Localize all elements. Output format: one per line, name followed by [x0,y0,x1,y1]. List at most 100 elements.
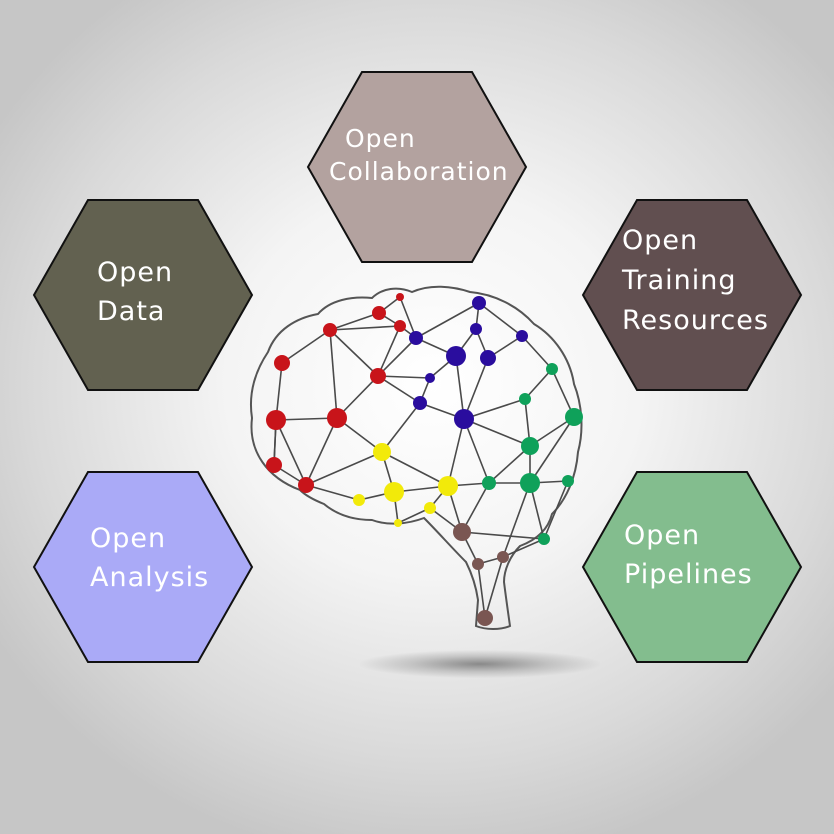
brain-node-brown [497,551,509,563]
brain-edge [529,416,575,484]
brain-node-green [521,437,539,455]
brain-node-yellow [384,482,404,502]
brain-edge [377,375,431,379]
brain-edge [377,325,401,377]
brain-edge [305,451,383,486]
brain-edge [477,563,486,619]
brain-node-red [370,368,386,384]
brain-node-blue [425,373,435,383]
label-line: Collaboration [329,156,509,186]
brain-edge [543,480,569,540]
brain-edge [275,417,338,421]
label-line: Pipelines [624,559,753,591]
hexagon-label: Open Data [97,253,173,331]
brain-node-blue [516,330,528,342]
brain-node-green [519,393,531,405]
brain-node-red [266,410,286,430]
brain-node-yellow [438,476,458,496]
brain-edge [463,418,531,447]
hexagon-label: Open Pipelines [624,516,753,594]
hexagon-shape [581,199,803,391]
label-line: Open [97,257,174,288]
brain-shadow [360,650,600,678]
brain-node-red [396,293,404,301]
brain-node-green [520,473,540,493]
brain-edge [463,398,526,420]
brain-edge [275,419,307,486]
brain-edge [381,451,449,487]
brain-node-red [298,477,314,493]
brain-edge [478,302,523,337]
brain-edge [399,296,417,339]
label-line: Open [622,225,699,256]
brain-node-brown [453,523,471,541]
brain-edge [447,418,465,487]
label-line: Open [90,523,167,554]
brain-edge [524,368,553,400]
label-line: Open [624,520,701,551]
hexagon-label: Open Training Resources [622,221,769,341]
label-line: Resources [622,304,769,336]
brain-edge [461,482,490,533]
brain-node-red [394,320,406,332]
brain-node-yellow [394,519,402,527]
brain-node-yellow [373,443,391,461]
label-line: Data [97,296,166,328]
brain-node-green [538,533,550,545]
brain-node-red [266,457,282,473]
hexagon-open-analysis: Open Analysis [32,471,254,663]
brain-edge [377,337,417,377]
brain-edge [502,538,545,558]
brain-node-red [327,408,347,428]
hexagon-open-collaboration: Open Collaboration [306,71,528,263]
brain-edge [488,445,531,484]
label-line: Open [345,124,416,153]
brain-edge [281,329,331,364]
brain-node-yellow [424,502,436,514]
hexagon-shape [32,199,254,391]
brain-edge [463,357,489,420]
brain-node-red [323,323,337,337]
brain-node-brown [477,610,493,626]
brain-node-green [565,408,583,426]
brain-outline [250,285,583,630]
hexagon-label: Open Analysis [90,519,209,597]
brain-node-blue [472,296,486,310]
hexagon-open-pipelines: Open Pipelines [581,471,803,663]
brain-edge [463,418,490,484]
brain-edge [377,375,421,404]
brain-edge [329,329,379,377]
brain-node-yellow [353,494,365,506]
brain-edge [455,355,465,420]
brain-node-green [562,475,574,487]
brain-edges [273,296,575,619]
brain-node-blue [409,331,423,345]
brain-node-blue [454,409,474,429]
brain-nodes [266,293,583,626]
hexagon-shape [306,71,528,263]
brain-edge [381,402,421,453]
brain-node-green [546,363,558,375]
brain-edge [305,484,360,501]
brain-edge [502,482,531,558]
brain-node-red [372,306,386,320]
hexagon-shape [32,471,254,663]
brain-edge [415,302,480,339]
brain-node-blue [470,323,482,335]
label-line: Training [622,264,737,296]
brain-node-red [274,355,290,371]
brain-edge [484,556,504,619]
brain-node-blue [413,396,427,410]
brain-edge [461,531,545,540]
brain-node-blue [446,346,466,366]
hexagon-open-data: Open Data [32,199,254,391]
label-line: Analysis [90,562,210,594]
brain-edge [329,329,338,419]
hexagon-open-training-resources: Open Training Resources [581,199,803,391]
hexagon-label: Open Collaboration [329,123,509,188]
brain-node-brown [472,558,484,570]
brain-edge [329,325,401,331]
brain-edge [329,312,380,331]
